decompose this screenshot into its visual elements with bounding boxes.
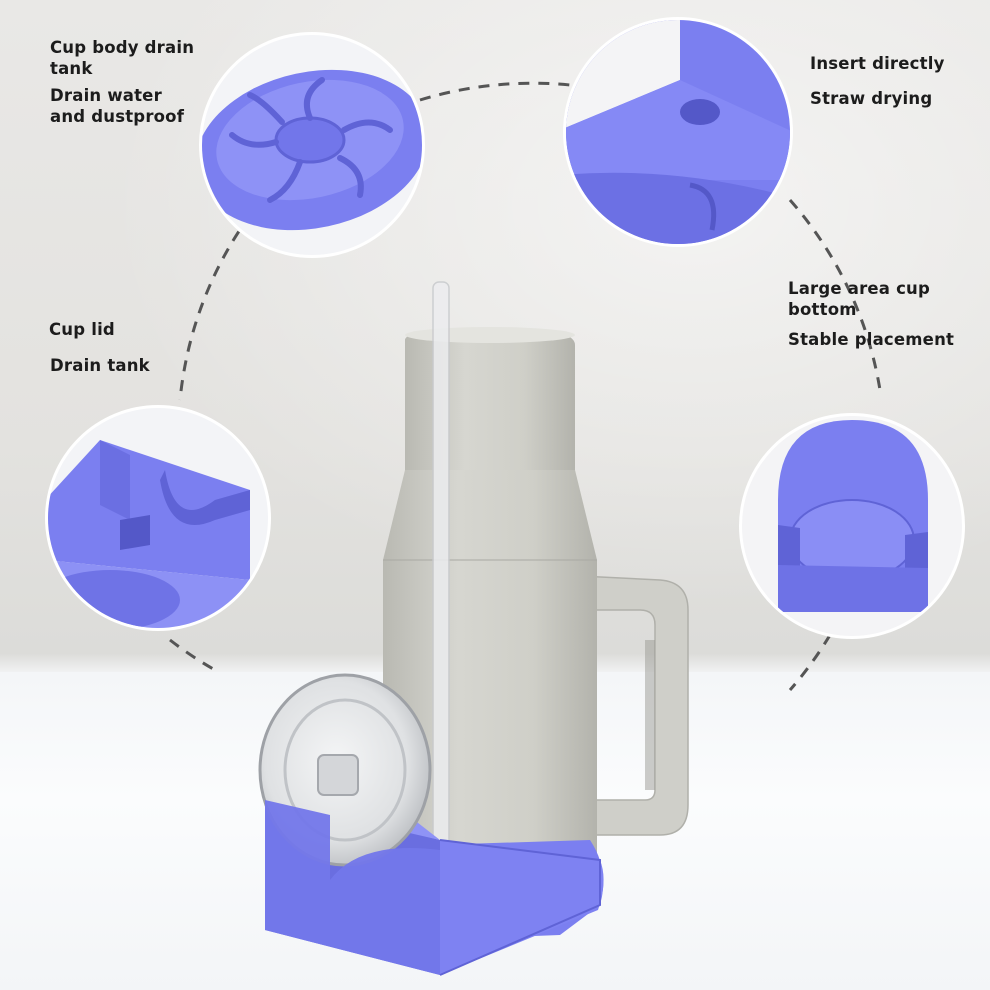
label-drain-tank-subtitle: Drain water and dustproof — [50, 86, 185, 126]
callout-drain-tank — [199, 32, 425, 258]
label-lid-title: Cup lid — [49, 320, 115, 339]
callout-straw-hole — [563, 17, 793, 247]
callout-lid-slot — [45, 405, 271, 631]
label-straw-subtitle: Straw drying — [810, 89, 933, 108]
label-drain-tank-title: Cup body drain tank — [50, 38, 195, 78]
tumbler — [383, 281, 689, 913]
label-bottom-subtitle: Stable placement — [788, 330, 955, 349]
dashed-arc — [169, 81, 882, 691]
label-straw-title: Insert directly — [810, 54, 945, 73]
label-lid-subtitle: Drain tank — [50, 356, 150, 375]
callout-cup-bottom — [739, 413, 965, 639]
label-bottom-title: Large area cup bottom — [788, 279, 931, 319]
